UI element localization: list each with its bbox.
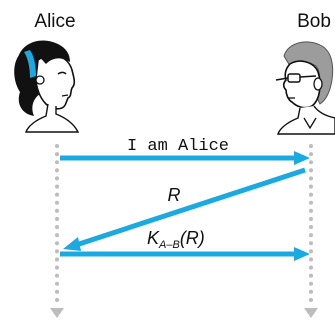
message-3-label: KA–B(R)	[147, 228, 205, 251]
bob-label: Bob	[297, 11, 331, 32]
alice-timeline	[50, 146, 64, 318]
message-3-argument: (R)	[180, 228, 205, 248]
alice-figure	[14, 40, 78, 132]
message-2-label: R	[168, 185, 181, 205]
bob-figure	[276, 42, 335, 134]
message-3-arrow	[60, 247, 310, 261]
message-1-label: I am Alice	[127, 137, 229, 156]
alice-label: Alice	[34, 11, 75, 32]
bob-timeline	[304, 146, 318, 318]
message-3-key-subscript: A–B	[158, 239, 180, 251]
